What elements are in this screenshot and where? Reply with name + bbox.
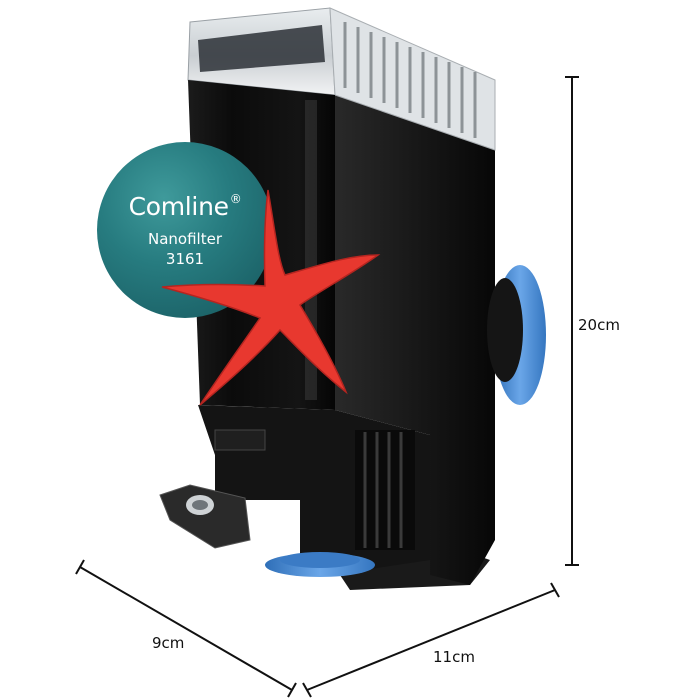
depth-label: 9cm: [152, 634, 185, 652]
dimension-lines: [75, 76, 579, 698]
depth-dimension-line: [79, 566, 293, 691]
badge-brand: Comline®: [97, 192, 273, 221]
outlet-nozzle: [159, 484, 251, 549]
bottom-connector-rim: [280, 552, 360, 568]
comline-badge: Comline® Nanofilter 3161: [97, 142, 273, 318]
outlet-bore: [192, 500, 208, 510]
width-label: 11cm: [433, 648, 475, 666]
registered-mark: ®: [229, 192, 242, 206]
tunze-logo-plate: [214, 429, 266, 451]
brand-name: Comline: [128, 192, 229, 221]
lid-vent-slots: [343, 22, 477, 138]
badge-model-line: Nanofilter: [148, 230, 222, 248]
width-dimension-line: [306, 589, 556, 691]
badge-model-number: 3161: [165, 250, 205, 268]
side-connector-collar: [487, 278, 523, 382]
pump-grille-bars: [363, 432, 403, 548]
height-label: 20cm: [578, 316, 620, 334]
body-highlight: [305, 100, 317, 400]
filter-media: [198, 25, 325, 72]
